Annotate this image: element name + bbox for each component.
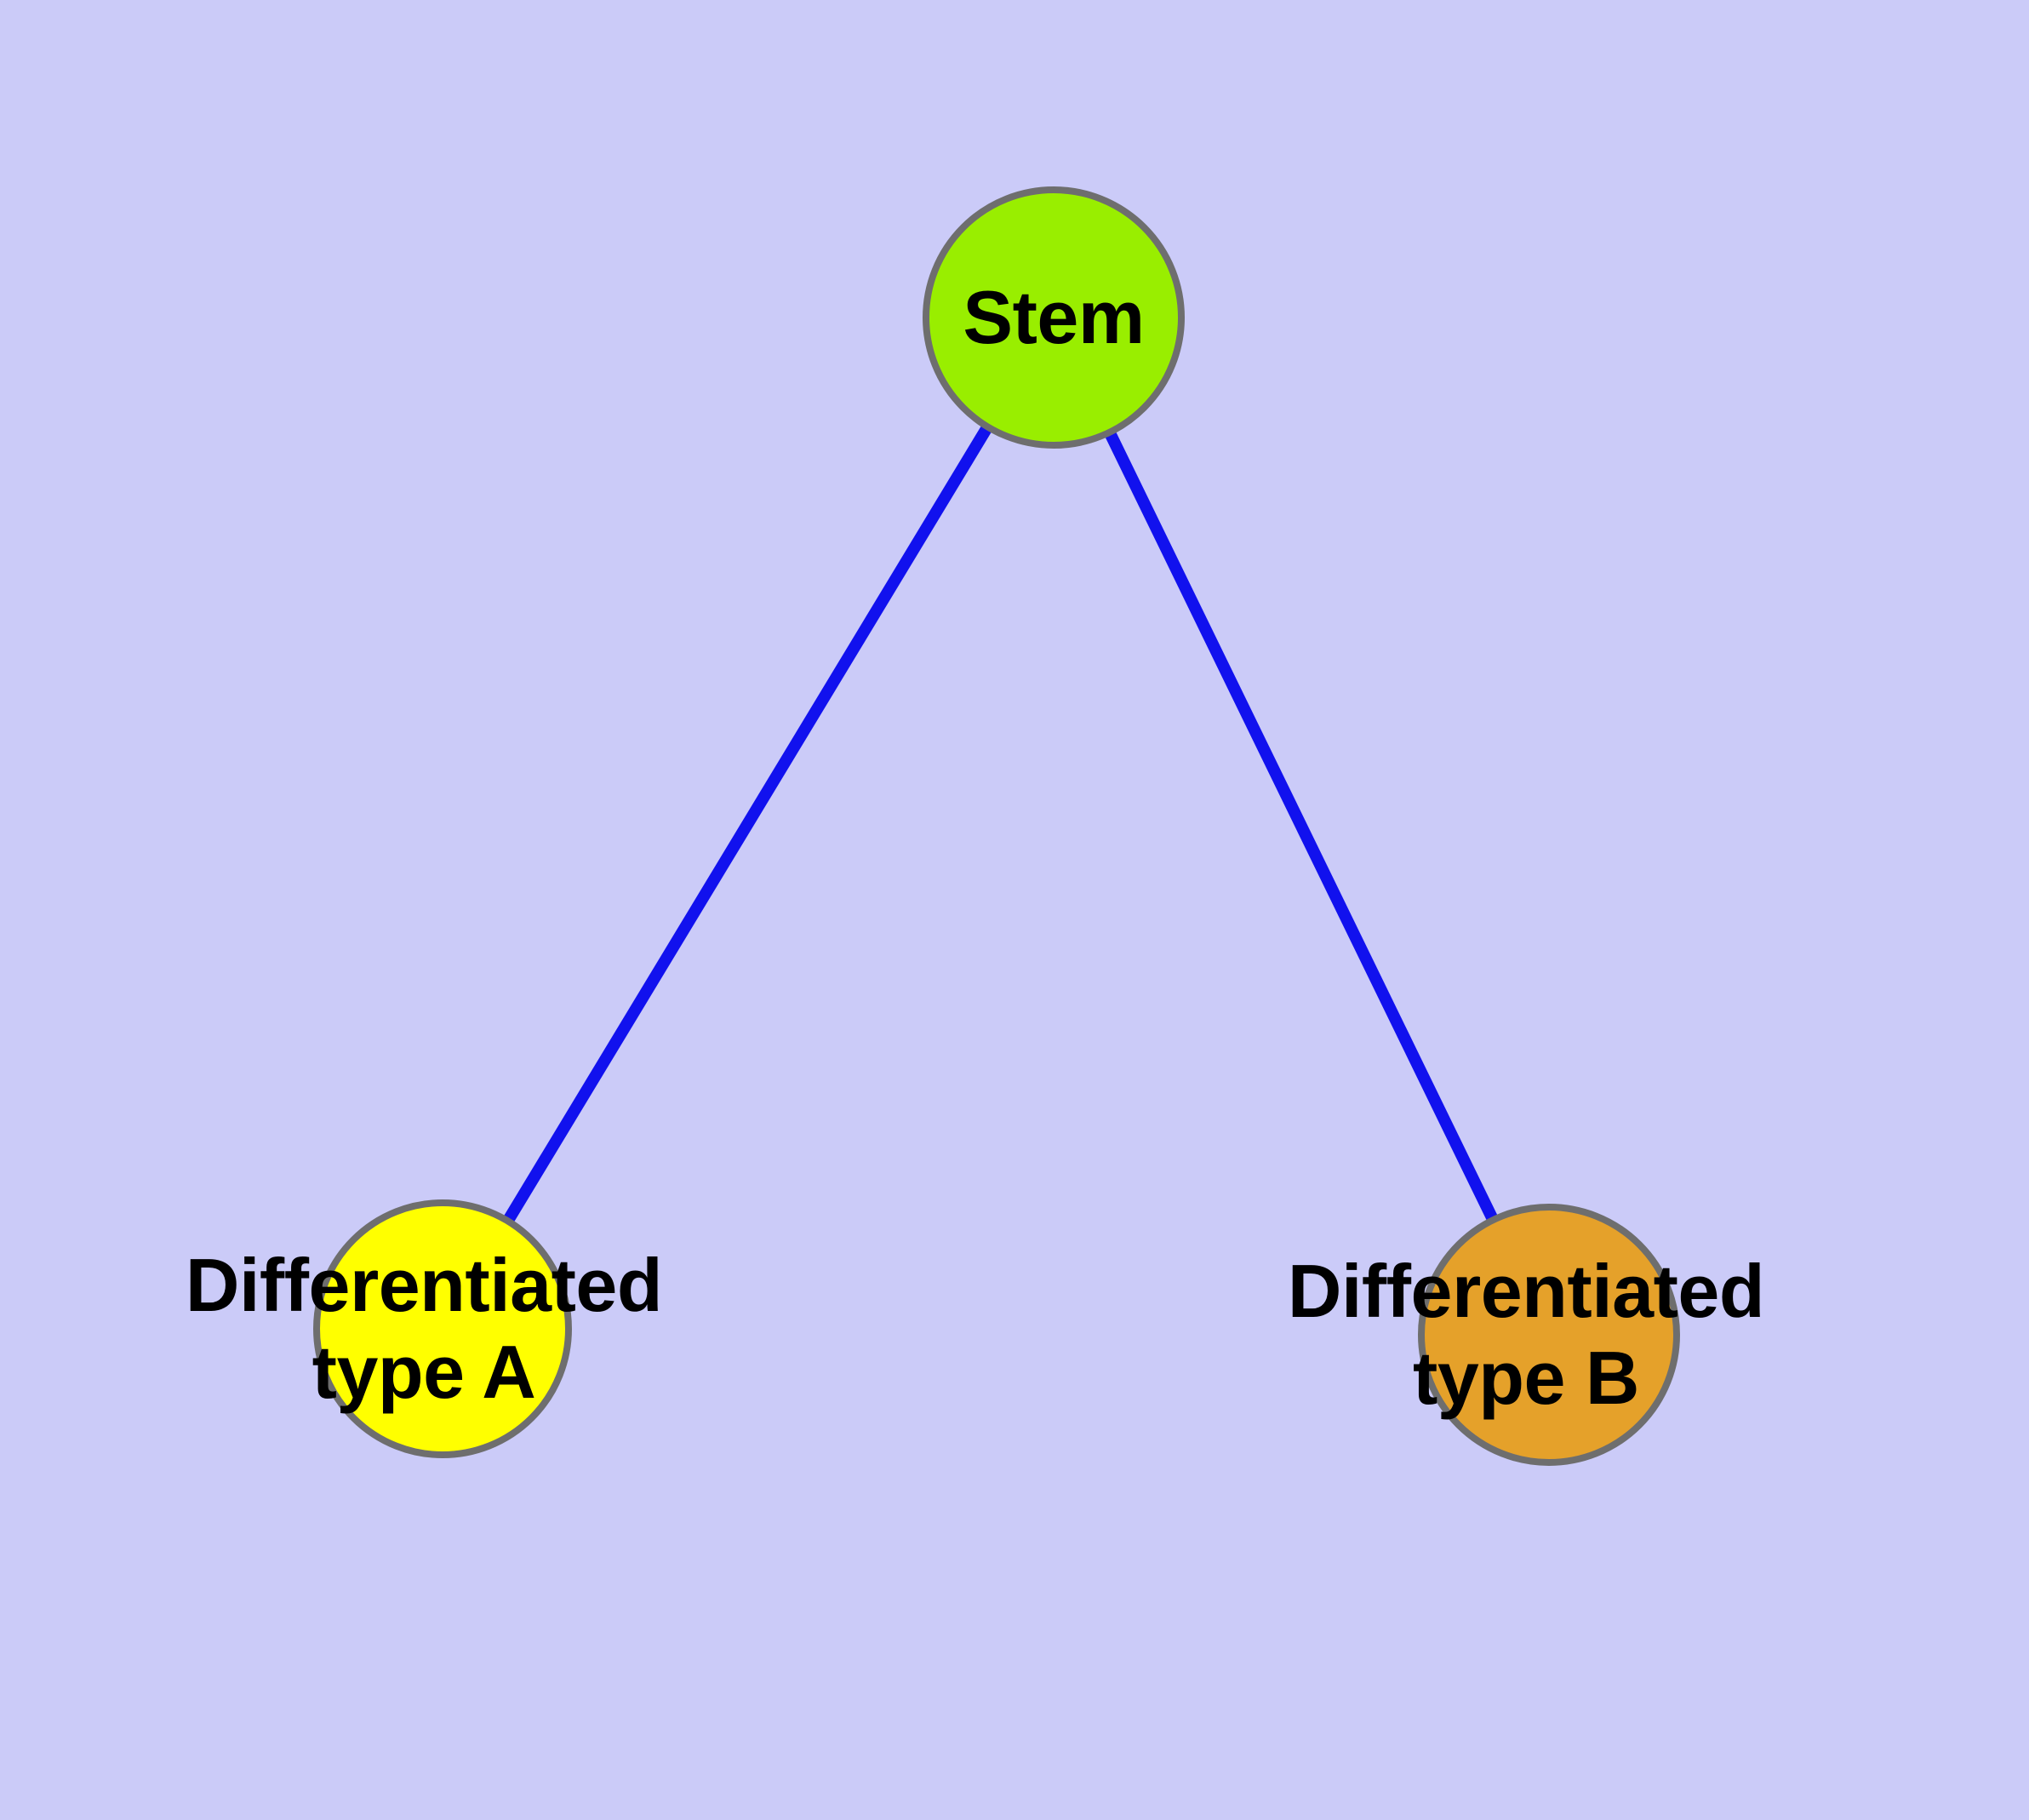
graph-node-differentiated-type-a[interactable] <box>313 1199 572 1458</box>
graph-node-differentiated-type-b[interactable] <box>1418 1204 1680 1466</box>
edge-layer <box>503 425 1498 1223</box>
graph-edge-stem-to-type-b[interactable] <box>1105 431 1498 1222</box>
graph-node-stem[interactable] <box>923 186 1185 449</box>
graph-edge-stem-to-type-a[interactable] <box>503 425 992 1223</box>
node-layer <box>313 186 1680 1466</box>
